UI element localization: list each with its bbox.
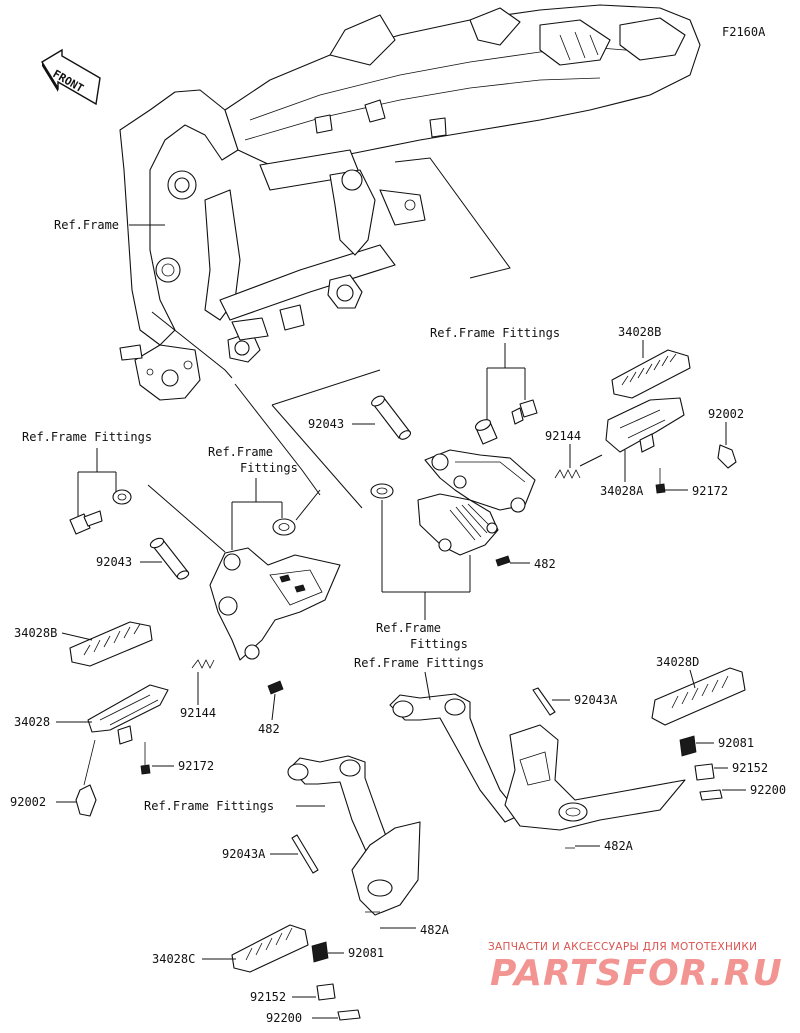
part-34028b-upper: 34028B bbox=[618, 325, 661, 339]
figure-code: F2160A bbox=[722, 25, 766, 39]
ref-frame-label: Ref.Frame bbox=[54, 218, 119, 232]
ref-frame-fittings-top-label: Ref.Frame Fittings bbox=[430, 326, 560, 340]
part-34028a: 34028A bbox=[600, 484, 644, 498]
ref-frame-fittings-center-label-2: Fittings bbox=[410, 637, 468, 651]
ref-frame-fittings-left-label: Ref.Frame Fittings bbox=[22, 430, 152, 444]
part-92081-left: 92081 bbox=[348, 946, 384, 960]
left-lower-footrest-assembly bbox=[231, 755, 421, 1021]
part-92002-upper: 92002 bbox=[708, 407, 744, 421]
part-92043a-right: 92043A bbox=[574, 693, 618, 707]
ref-frame-fittings-center-label-1: Ref.Frame bbox=[376, 621, 441, 635]
part-34028d: 34028D bbox=[656, 655, 699, 669]
front-arrow-icon: FRONT bbox=[41, 48, 101, 106]
part-92200-left: 92200 bbox=[266, 1011, 302, 1025]
part-92081-right: 92081 bbox=[718, 736, 754, 750]
part-92043-left: 92043 bbox=[96, 555, 132, 569]
watermark-logo: PARTSFOR.RU bbox=[490, 953, 783, 994]
ref-frame-fittings-right-label: Ref.Frame Fittings bbox=[354, 656, 484, 670]
part-34028c: 34028C bbox=[152, 952, 195, 966]
frame-illustration bbox=[119, 4, 701, 401]
right-lower-footrest-assembly bbox=[389, 667, 746, 849]
upper-footpeg-bracket-assembly bbox=[370, 349, 737, 567]
watermark-tagline: ЗАПЧАСТИ И АКСЕССУАРЫ ДЛЯ МОТОТЕХНИКИ bbox=[488, 941, 757, 953]
part-92043a-left: 92043A bbox=[222, 847, 266, 861]
part-482a-left: 482A bbox=[420, 923, 450, 937]
ref-frame-fittings-lower-label: Ref.Frame Fittings bbox=[144, 799, 274, 813]
part-92200-right: 92200 bbox=[750, 783, 786, 797]
ref-frame-fittings-mid-label-2: Fittings bbox=[240, 461, 298, 475]
part-92172-upper: 92172 bbox=[692, 484, 728, 498]
part-92152-right: 92152 bbox=[732, 761, 768, 775]
part-482-left: 482 bbox=[258, 722, 280, 736]
part-92172-left: 92172 bbox=[178, 759, 214, 773]
left-footpeg-bracket-assembly bbox=[69, 489, 341, 817]
ref-frame-fittings-mid-label-1: Ref.Frame bbox=[208, 445, 273, 459]
part-482a-right: 482A bbox=[604, 839, 634, 853]
part-92002-left: 92002 bbox=[10, 795, 46, 809]
part-92144-upper: 92144 bbox=[545, 429, 581, 443]
part-92144-left: 92144 bbox=[180, 706, 216, 720]
part-34028b-left: 34028B bbox=[14, 626, 57, 640]
part-92152-left: 92152 bbox=[250, 990, 286, 1004]
part-482-upper: 482 bbox=[534, 557, 556, 571]
part-34028: 34028 bbox=[14, 715, 50, 729]
detail-callout-lines bbox=[151, 157, 511, 509]
part-92043-upper: 92043 bbox=[308, 417, 344, 431]
